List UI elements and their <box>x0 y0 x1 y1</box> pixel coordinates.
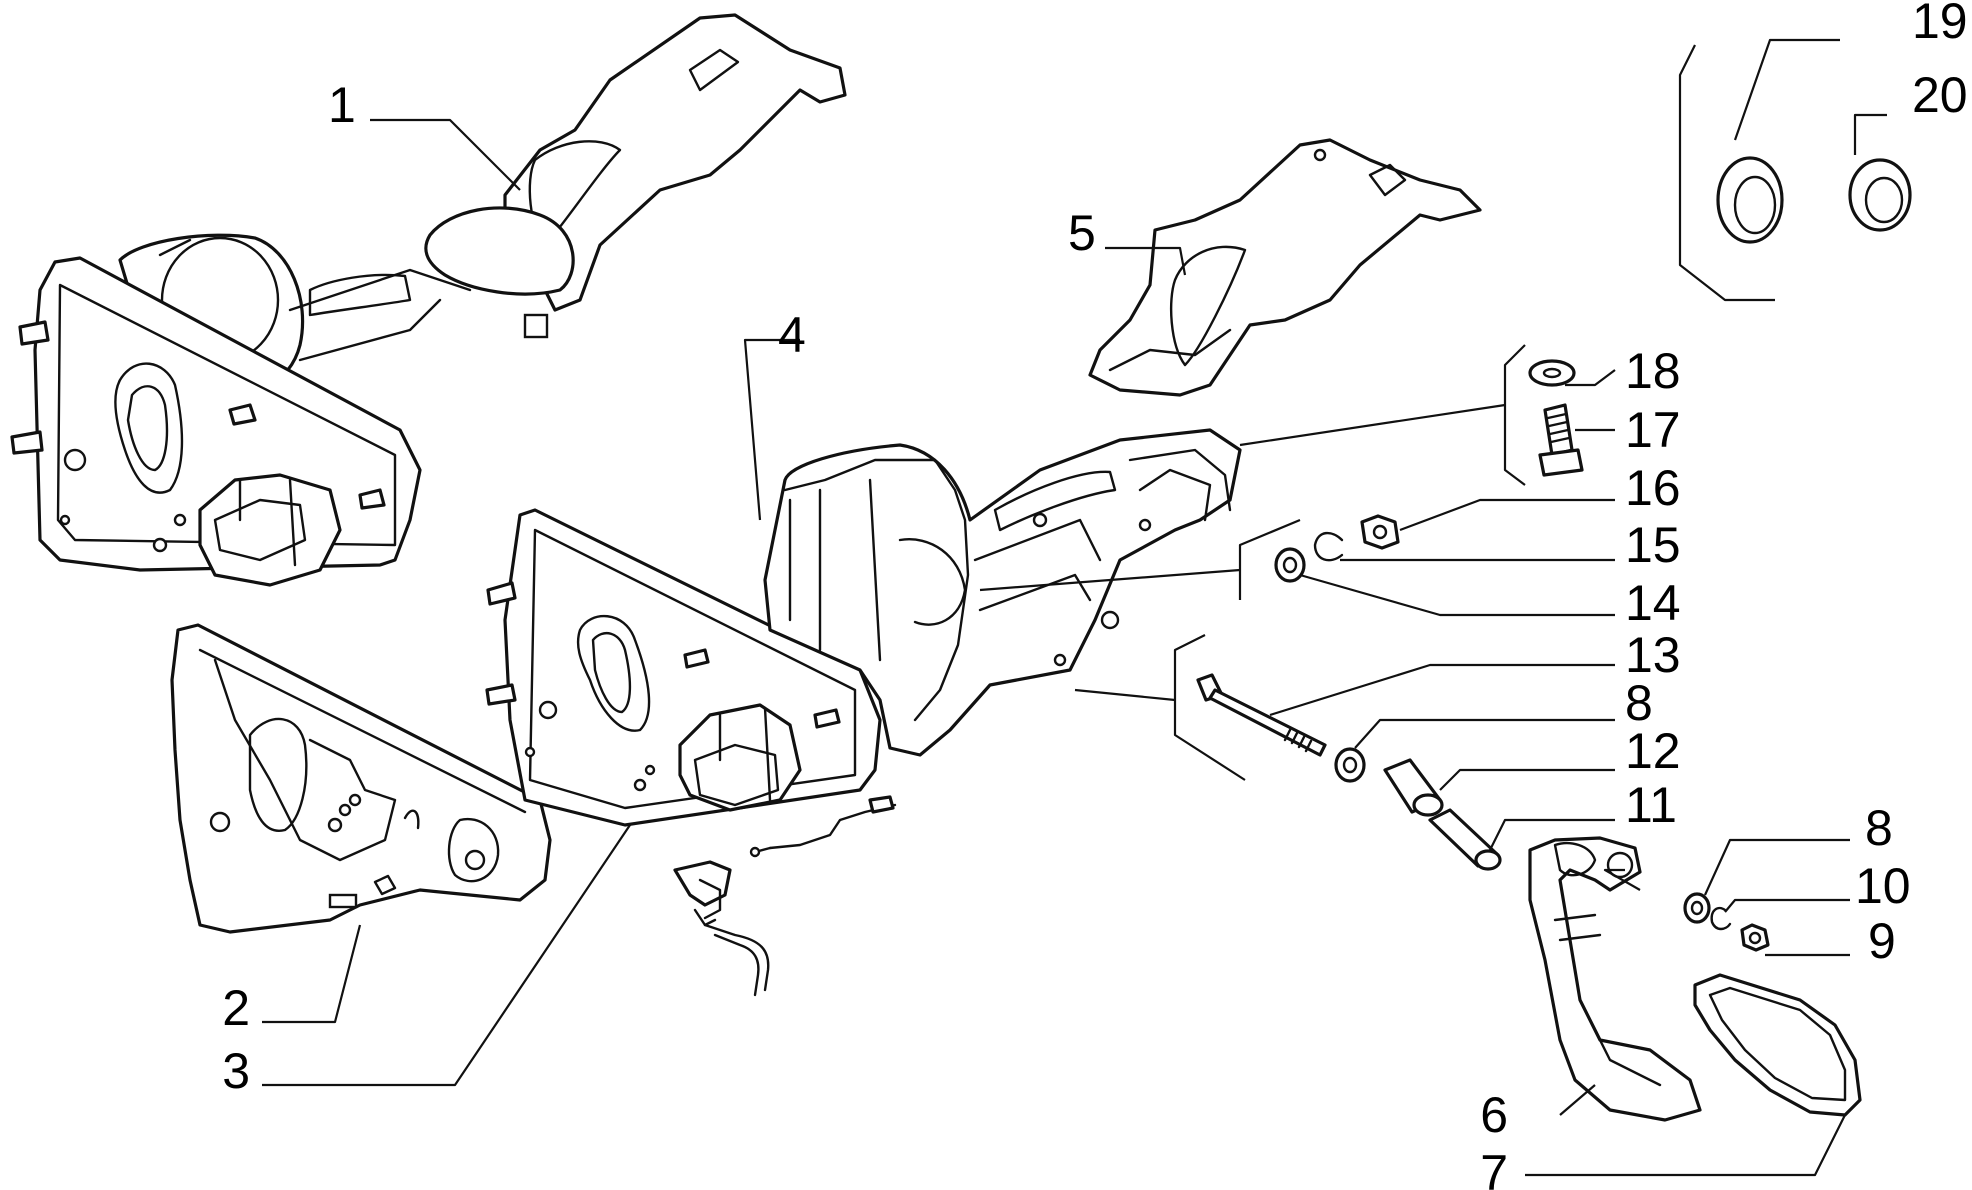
callout-19: 19 <box>1912 0 1968 49</box>
callout-13: 13 <box>1625 627 1681 683</box>
callout-8-lower: 8 <box>1865 800 1893 856</box>
callout-8-upper: 8 <box>1625 675 1653 731</box>
callout-12: 12 <box>1625 723 1681 779</box>
callout-6: 6 <box>1480 1087 1508 1143</box>
callout-1: 1 <box>328 77 356 133</box>
part-5-bracket <box>1088 138 1482 397</box>
callout-18: 18 <box>1625 343 1681 399</box>
callout-14: 14 <box>1625 575 1681 631</box>
part-7-pedal-pad <box>1693 973 1862 1117</box>
callout-11: 11 <box>1625 777 1677 833</box>
callout-9: 9 <box>1868 913 1896 969</box>
callout-10: 10 <box>1855 858 1911 914</box>
part-3-support-plate <box>485 508 897 997</box>
callout-20: 20 <box>1912 67 1968 123</box>
callout-7: 7 <box>1480 1145 1508 1190</box>
leader-lines <box>262 38 1887 1177</box>
callout-4: 4 <box>778 307 806 363</box>
callout-2: 2 <box>222 980 250 1036</box>
callout-16: 16 <box>1625 460 1681 516</box>
callout-17: 17 <box>1625 402 1681 458</box>
part-4-pedal-box-body <box>763 428 1242 757</box>
callout-15: 15 <box>1625 517 1681 573</box>
part-6-pedal-lever <box>1528 836 1702 1122</box>
callout-labels: 1 2 3 4 5 6 7 18 17 16 15 14 13 8 12 11 … <box>222 0 1967 1190</box>
callout-5: 5 <box>1068 205 1096 261</box>
part-1-pedal-box-assembly <box>10 13 847 587</box>
callout-3: 3 <box>222 1043 250 1099</box>
part-2-gasket <box>170 623 552 934</box>
hardware-parts <box>1196 156 1912 952</box>
